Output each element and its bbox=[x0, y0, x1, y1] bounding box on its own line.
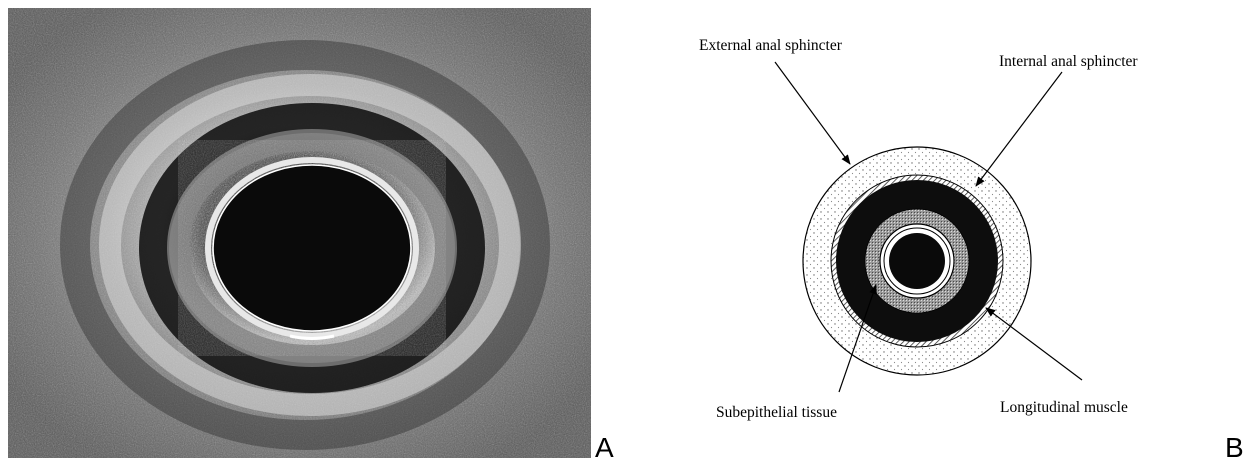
label-subepithelial: Subepithelial tissue bbox=[716, 404, 837, 421]
panel-letter-b: B bbox=[1225, 432, 1244, 462]
label-internal-sphincter: Internal anal sphincter bbox=[999, 53, 1138, 70]
probe-lumen bbox=[213, 165, 411, 331]
label-external-sphincter: External anal sphincter bbox=[699, 37, 843, 54]
label-longitudinal: Longitudinal muscle bbox=[1000, 399, 1128, 416]
arrow-internal-sphincter bbox=[976, 72, 1062, 186]
lumen-disc bbox=[889, 233, 945, 289]
arrow-external-sphincter bbox=[775, 62, 850, 164]
panel-letter-a: A bbox=[595, 432, 614, 462]
arrow-longitudinal bbox=[986, 308, 1082, 380]
panel-b-schematic: External anal sphincter Internal anal sp… bbox=[699, 37, 1138, 421]
panel-a-ultrasound bbox=[8, 8, 591, 458]
